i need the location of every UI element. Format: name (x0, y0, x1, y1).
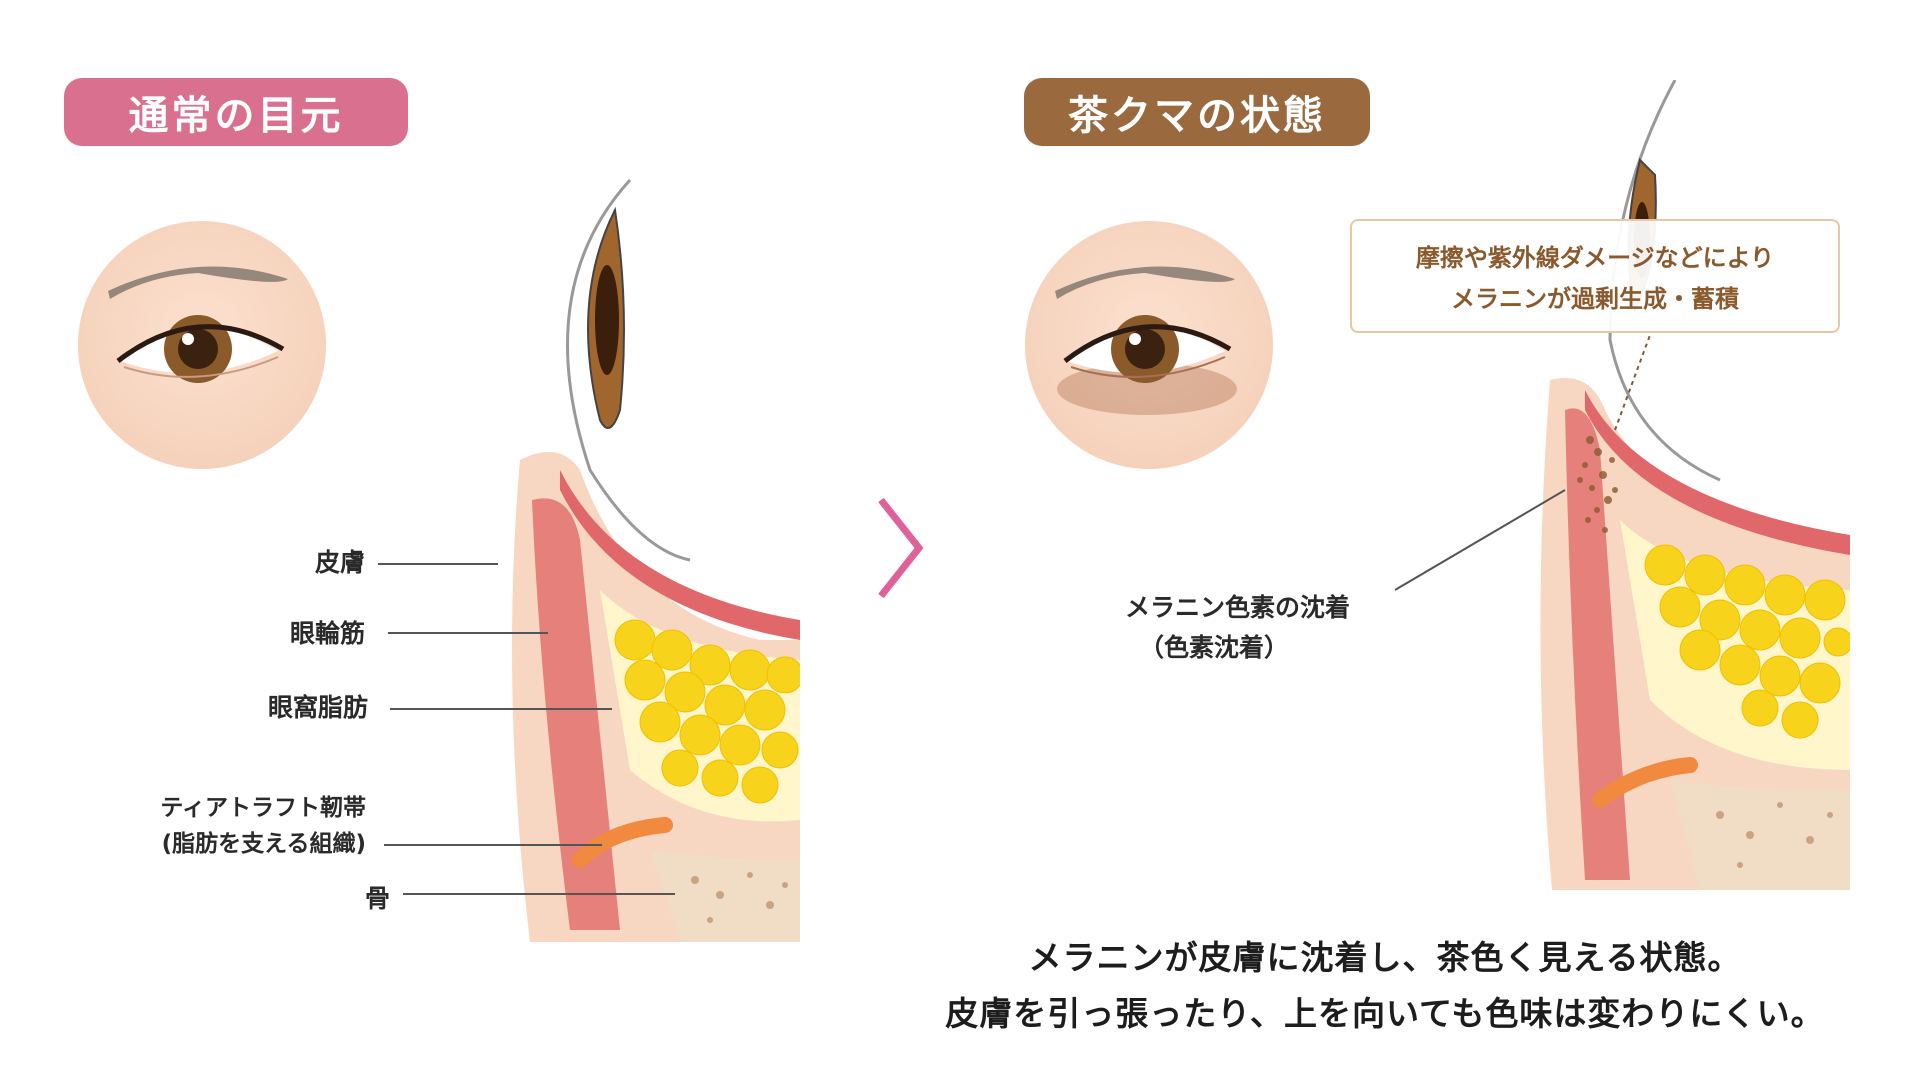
melanin-deposit-label: メラニン色素の沈着 （色素沈着） (1125, 588, 1350, 668)
callout-line2: メラニンが過剰生成・蓄積 (1451, 285, 1739, 313)
brown-dark-circle-badge: 茶クマの状態 (1024, 78, 1370, 146)
ligament-label-line1: ティアトラフト靭帯 (160, 795, 366, 821)
bone-label: 骨 (364, 884, 390, 913)
cause-callout: 摩擦や紫外線ダメージなどにより メラニンが過剰生成・蓄積 (1350, 219, 1840, 333)
orbital-fat-label: 眼窩脂肪 (267, 693, 368, 722)
explanation-caption: メラニンが皮膚に沈着し、茶色く見える状態。 皮膚を引っ張ったり、上を向いても色味… (895, 930, 1875, 1042)
bone-leader (403, 893, 675, 895)
melanin-deposit-leader (1394, 489, 1566, 591)
normal-eye-illustration (78, 221, 326, 469)
brown-dark-circle-cross-section (1420, 79, 1853, 890)
orbicularis-leader (388, 632, 548, 634)
orbital-fat-leader (390, 708, 612, 710)
orbicularis-label: 眼輪筋 (289, 619, 365, 648)
chevron-right-icon (875, 497, 925, 602)
normal-eye-badge: 通常の目元 (64, 78, 408, 146)
tear-trough-ligament-label: ティアトラフト靭帯 (脂肪を支える組織) (160, 790, 366, 862)
normal-cross-section (460, 170, 804, 942)
caption-line2: 皮膚を引っ張ったり、上を向いても色味は変わりにくい。 (945, 994, 1825, 1033)
dark-circle-eye-illustration (1025, 221, 1273, 469)
melanin-deposit-line1: メラニン色素の沈着 (1125, 593, 1351, 622)
ligament-label-line2: (脂肪を支える組織) (161, 831, 366, 857)
skin-leader (378, 563, 498, 565)
caption-line1: メラニンが皮膚に沈着し、茶色く見える状態。 (1028, 938, 1742, 977)
melanin-deposit-line2: （色素沈着） (1139, 633, 1290, 662)
callout-line1: 摩擦や紫外線ダメージなどにより (1415, 244, 1775, 272)
ligament-leader (384, 844, 602, 846)
skin-label: 皮膚 (314, 548, 365, 577)
